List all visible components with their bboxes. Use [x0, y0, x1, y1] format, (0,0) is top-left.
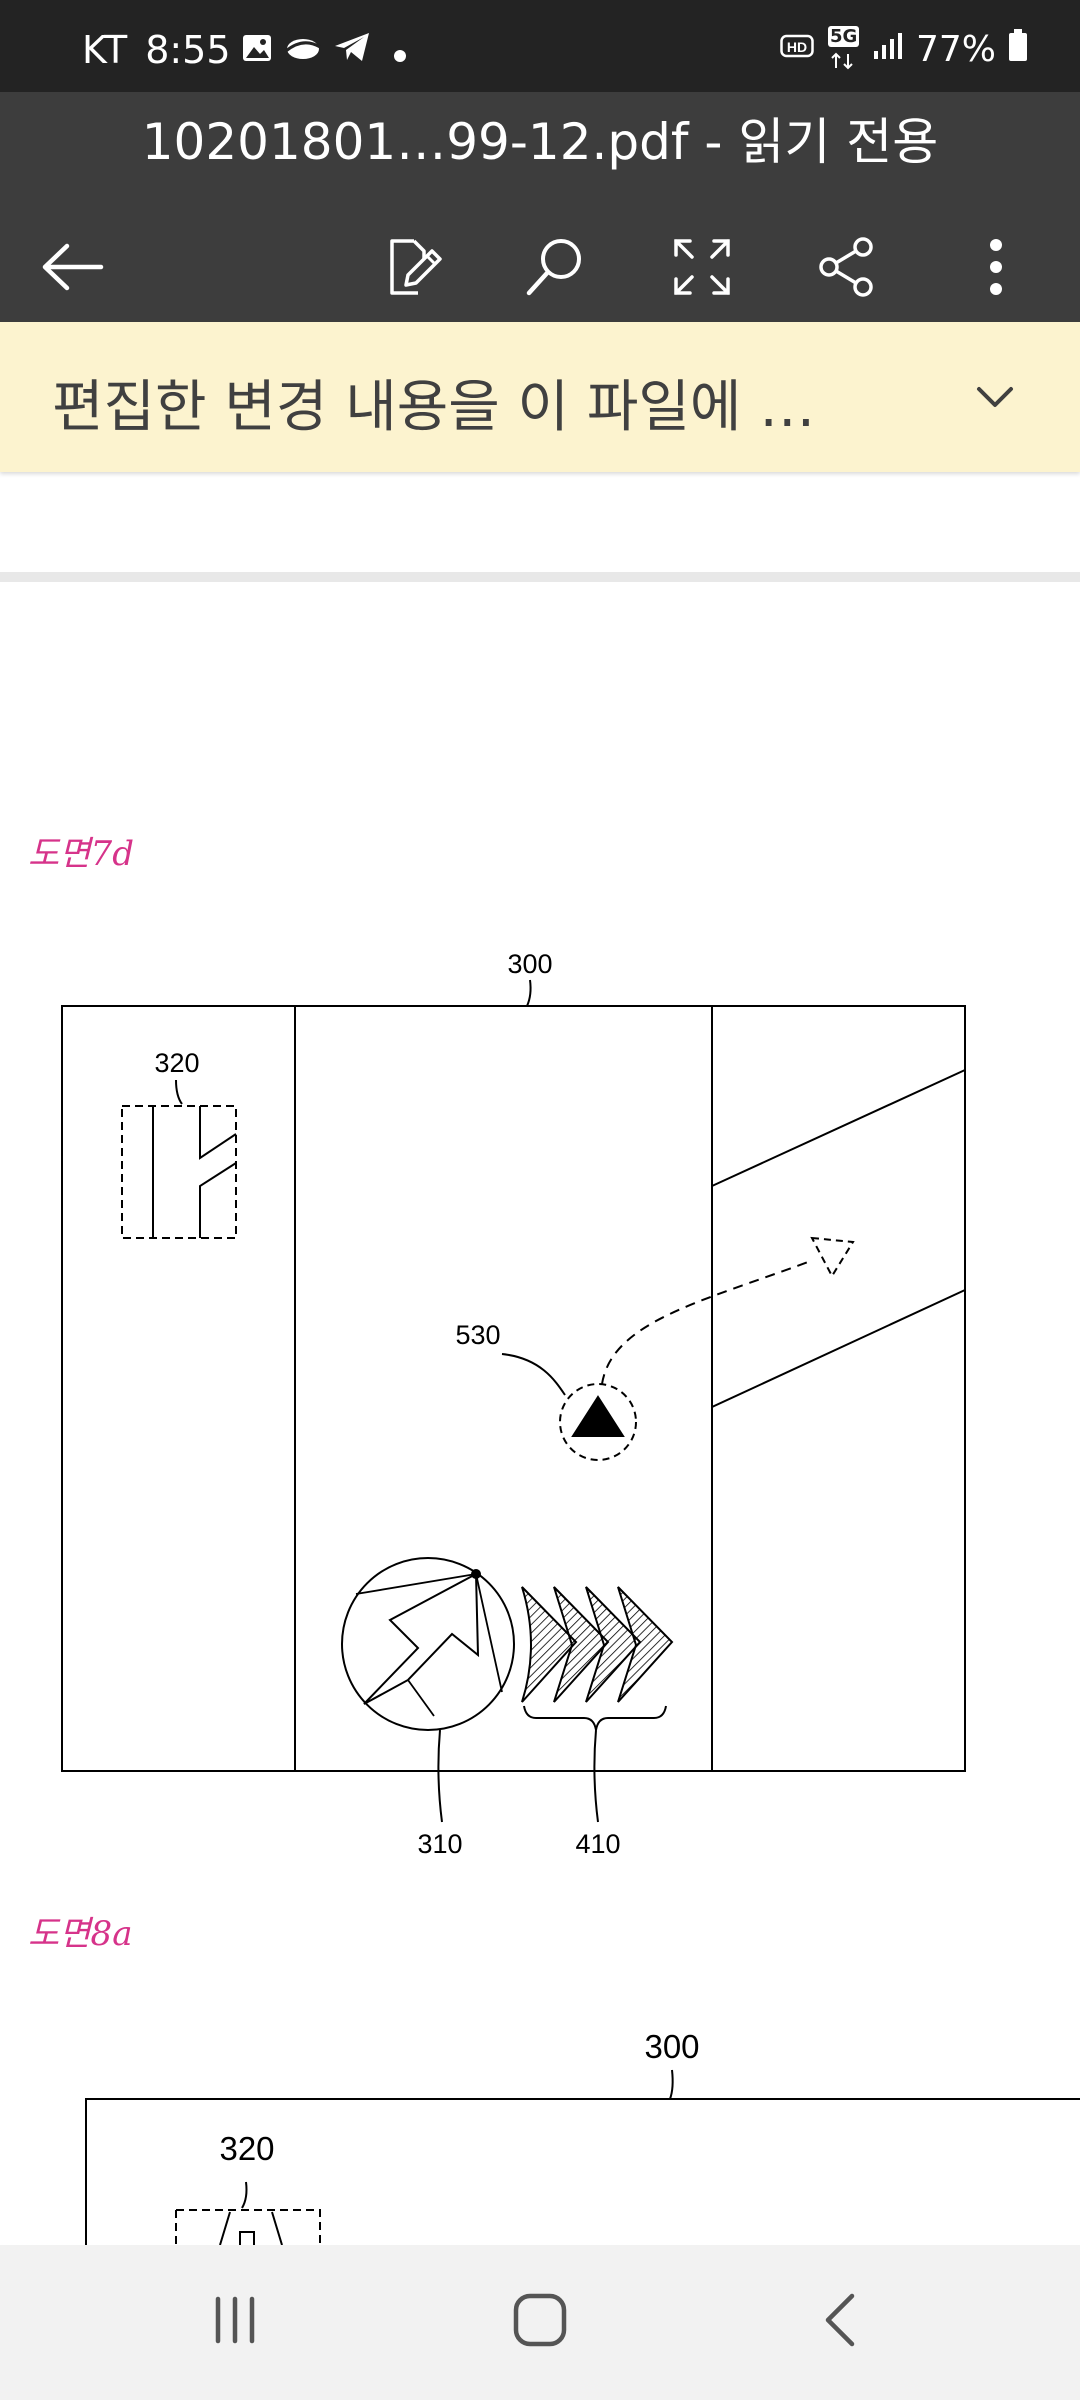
road-branch-lower: [711, 1289, 966, 1771]
ref-320-8a: 320: [219, 2130, 274, 2167]
back-icon: [825, 2293, 855, 2347]
telegram-icon: [333, 28, 371, 72]
expand-banner-button[interactable]: [950, 352, 1040, 442]
screen-frame: [61, 1005, 966, 1772]
chevron-brace: [523, 1705, 667, 1731]
status-right: HD 5G 77%: [780, 25, 1028, 71]
chevron-2: [553, 1586, 610, 1703]
figure-7d-label: 도면7d: [28, 834, 134, 874]
road-branch-upper: [711, 1006, 966, 1188]
chevron-indicators: [521, 1586, 674, 1703]
battery-icon: [1008, 28, 1028, 71]
turn-indicator-icon: [152, 1106, 237, 1238]
search-icon: [526, 239, 581, 296]
chevron-1: [521, 1586, 578, 1703]
chevron-3: [585, 1586, 642, 1703]
cloud-icon: [283, 28, 323, 72]
network-type: 5G: [827, 25, 860, 47]
ref-410: 410: [575, 1829, 620, 1859]
chevron-down-icon: [977, 387, 1013, 407]
app-toolbar: 10201801…99-12.pdf - 읽기 전용: [0, 92, 1080, 322]
figure-8a-label: 도면8a: [28, 1914, 133, 1954]
leader-320: [175, 1079, 183, 1105]
search-button[interactable]: [505, 217, 605, 317]
gallery-icon: [241, 28, 273, 72]
svg-text:HD: HD: [787, 39, 807, 55]
fullscreen-icon: [674, 239, 730, 295]
carrier-name: KT: [82, 28, 128, 72]
status-left: KT 8:55: [82, 28, 407, 72]
clock: 8:55: [145, 28, 231, 72]
pdf-drawing-canvas[interactable]: 300 320 530 310 410 300 320: [0, 600, 1080, 2245]
ref-300: 300: [507, 949, 552, 979]
hd-voice-icon: HD: [780, 29, 814, 70]
ref-320: 320: [154, 1048, 199, 1078]
figure-8a-drawing: [85, 2069, 1080, 2245]
fullscreen-button[interactable]: [652, 217, 752, 317]
5g-icon: 5G: [826, 25, 860, 70]
figure-7d-drawing: [61, 979, 966, 1823]
home-button[interactable]: [465, 2265, 615, 2375]
home-icon: [513, 2293, 567, 2347]
share-button[interactable]: [797, 217, 897, 317]
notification-dot-icon: [393, 28, 407, 72]
recent-apps-button[interactable]: [160, 2265, 310, 2375]
direction-sign-circle: [341, 1557, 515, 1731]
leader-300-8a: [669, 2069, 674, 2100]
pdf-page-separator: [0, 572, 1080, 582]
more-options-button[interactable]: [946, 217, 1046, 317]
route-arrow-line: [601, 1261, 809, 1385]
back-button[interactable]: [22, 217, 122, 317]
back-arrow-icon: [42, 243, 104, 291]
leader-410: [593, 1729, 599, 1823]
turn-indicator-icon-8a: [219, 2211, 283, 2245]
nav-back-button[interactable]: [765, 2265, 915, 2375]
document-title: 10201801…99-12.pdf - 읽기 전용: [141, 113, 939, 171]
leader-310: [437, 1729, 443, 1823]
route-arrow-head: [810, 1236, 855, 1279]
system-navigation-bar: [0, 2245, 1080, 2400]
status-bar: KT 8:55 HD 5G 77%: [0, 0, 1080, 92]
battery-percent: 77%: [915, 29, 996, 70]
ref-530: 530: [455, 1320, 500, 1350]
chevron-4: [617, 1586, 674, 1703]
turn-indicator-box-8a: [175, 2209, 321, 2245]
ref-310: 310: [417, 1829, 462, 1859]
direction-sign-facets: [355, 1573, 503, 1717]
signal-icon: [872, 29, 904, 70]
leader-530: [501, 1353, 566, 1396]
direction-sign-dot: [471, 1569, 481, 1579]
leader-300: [526, 979, 532, 1007]
edit-icon: [390, 239, 442, 295]
banner-message: 편집한 변경 내용을 이 파일에 …: [52, 375, 816, 440]
share-icon: [819, 237, 873, 297]
ref-300-8a: 300: [644, 2028, 699, 2065]
direction-sign-arrow: [363, 1572, 480, 1705]
position-marker-circle: [559, 1383, 637, 1461]
turn-indicator-box: [121, 1105, 237, 1239]
leader-320-8a: [241, 2181, 248, 2209]
screen-frame-8a: [85, 2098, 1080, 2245]
save-changes-banner[interactable]: 편집한 변경 내용을 이 파일에 …: [0, 322, 1080, 472]
recent-apps-icon: [215, 2296, 255, 2344]
more-icon: [990, 239, 1002, 295]
edit-button[interactable]: [362, 217, 462, 317]
position-marker-icon: [571, 1395, 625, 1437]
